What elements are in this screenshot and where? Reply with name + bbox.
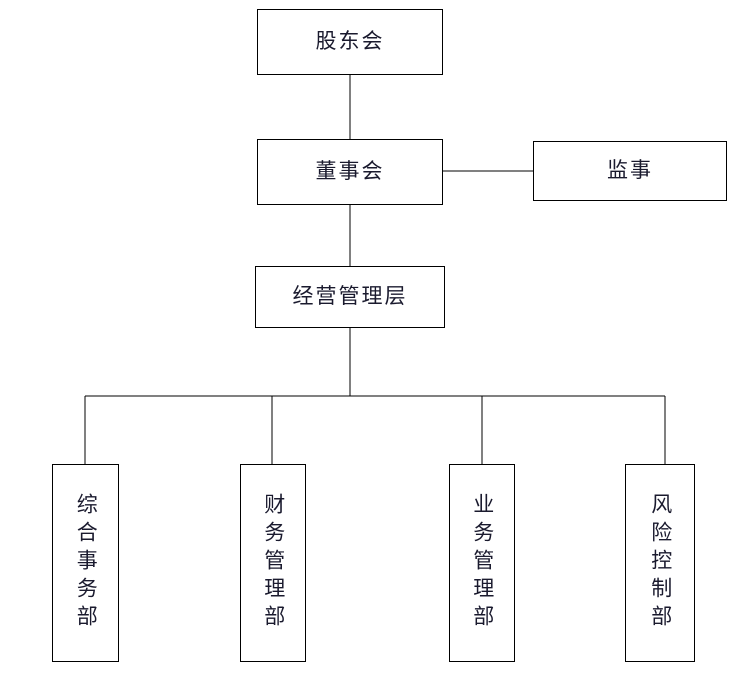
node-risk-control-department[interactable]: 风险控制部	[625, 464, 695, 662]
node-finance-department-label: 财务管理部	[261, 493, 286, 633]
node-board-of-directors-label: 董事会	[315, 159, 385, 184]
node-management-level-label: 经营管理层	[292, 284, 408, 309]
node-supervisor[interactable]: 监事	[533, 141, 727, 201]
node-business-department-label: 业务管理部	[470, 493, 495, 633]
node-general-affairs-department[interactable]: 综合事务部	[52, 464, 119, 662]
node-shareholders-label: 股东会	[315, 29, 385, 54]
node-supervisor-label: 监事	[607, 158, 653, 183]
node-shareholders[interactable]: 股东会	[257, 9, 443, 75]
node-finance-department[interactable]: 财务管理部	[240, 464, 306, 662]
node-management-level[interactable]: 经营管理层	[255, 266, 445, 328]
node-business-department[interactable]: 业务管理部	[449, 464, 515, 662]
node-risk-control-department-label: 风险控制部	[648, 493, 673, 633]
node-general-affairs-department-label: 综合事务部	[74, 493, 99, 633]
node-board-of-directors[interactable]: 董事会	[257, 139, 443, 205]
